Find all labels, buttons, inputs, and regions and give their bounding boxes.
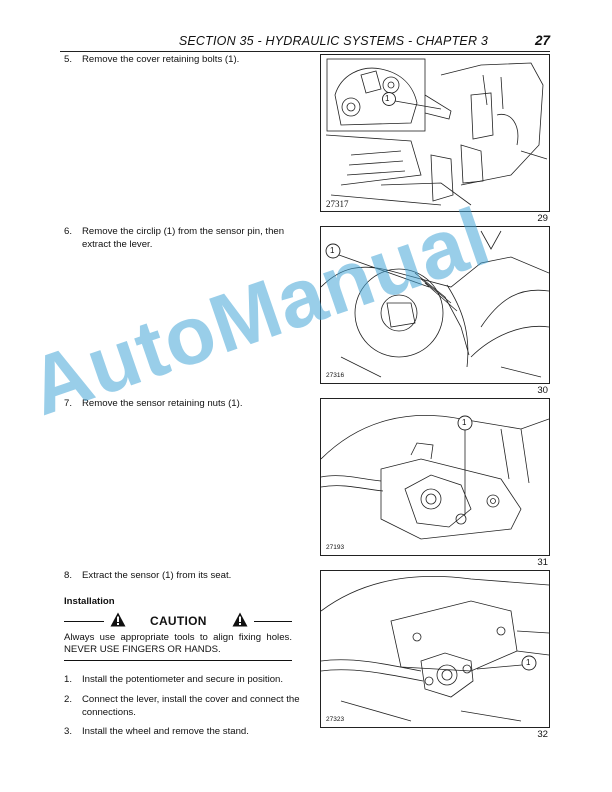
figure-number: 30 — [537, 385, 548, 396]
caution-rule-right — [254, 621, 292, 622]
step-6: 6. Remove the circlip (1) from the senso… — [64, 226, 302, 251]
figure-code: 27317 — [326, 199, 349, 209]
callout-1: 1 — [526, 658, 531, 667]
sensor-nuts-drawing — [321, 414, 549, 540]
install-step-1: 1. Install the potentiometer and secure … — [64, 674, 302, 687]
step-number: 8. — [64, 570, 73, 581]
callout-1: 1 — [330, 246, 335, 255]
step-number: 7. — [64, 398, 73, 409]
figure-29-illustration: 1 27317 — [320, 54, 550, 212]
figure-30-illustration: 1 27316 — [320, 226, 550, 384]
install-step-3: 3. Install the wheel and remove the stan… — [64, 726, 302, 739]
sensor-seat-drawing — [321, 575, 549, 722]
circlip-lever-drawing — [321, 230, 549, 378]
caution-label: CAUTION — [150, 614, 207, 628]
step-number: 1. — [64, 674, 73, 685]
page-header: SECTION 35 - HYDRAULIC SYSTEMS - CHAPTER… — [60, 33, 550, 52]
callout-1: 1 — [462, 418, 467, 427]
step-text: Extract the sensor (1) from its seat. — [82, 570, 232, 581]
caution-rule — [64, 660, 292, 661]
figure-code: 27323 — [326, 716, 345, 723]
step-text: Remove the cover retaining bolts (1). — [82, 54, 240, 65]
install-step-2: 2. Connect the lever, install the cover … — [64, 694, 302, 719]
step-text: Remove the sensor retaining nuts (1). — [82, 398, 243, 409]
page-number: 27 — [534, 33, 550, 48]
figure-code: 27193 — [326, 544, 345, 551]
figure-32-illustration: 1 27323 — [320, 570, 550, 728]
step-number: 5. — [64, 54, 73, 65]
header-rule — [60, 51, 550, 52]
callout-1: 1 — [385, 94, 390, 103]
step-text: Remove the circlip (1) from the sensor p… — [82, 226, 285, 250]
figure-code: 27316 — [326, 372, 345, 379]
step-5: 5. Remove the cover retaining bolts (1). — [64, 54, 302, 67]
figure-31-illustration: 1 27193 — [320, 398, 550, 556]
figure-number: 29 — [537, 213, 548, 224]
caution-rule-left — [64, 621, 104, 622]
step-7: 7. Remove the sensor retaining nuts (1). — [64, 398, 302, 411]
step-text: Connect the lever, install the cover and… — [82, 694, 300, 718]
cover-bolts-drawing — [325, 58, 548, 206]
warning-triangle-icon — [110, 612, 126, 627]
step-8: 8. Extract the sensor (1) from its seat. — [64, 570, 302, 583]
step-number: 2. — [64, 694, 73, 705]
installation-heading: Installation — [64, 596, 115, 607]
step-text: Install the wheel and remove the stand. — [82, 726, 249, 737]
step-number: 3. — [64, 726, 73, 737]
figure-number: 32 — [537, 729, 548, 740]
step-number: 6. — [64, 226, 73, 237]
warning-triangle-icon — [232, 612, 248, 627]
step-text: Install the potentiometer and secure in … — [82, 674, 284, 685]
section-title: SECTION 35 - HYDRAULIC SYSTEMS - CHAPTER… — [178, 34, 488, 48]
caution-text: Always use appropriate tools to align fi… — [64, 632, 292, 655]
figure-number: 31 — [537, 557, 548, 568]
caution-banner: CAUTION — [64, 612, 292, 630]
